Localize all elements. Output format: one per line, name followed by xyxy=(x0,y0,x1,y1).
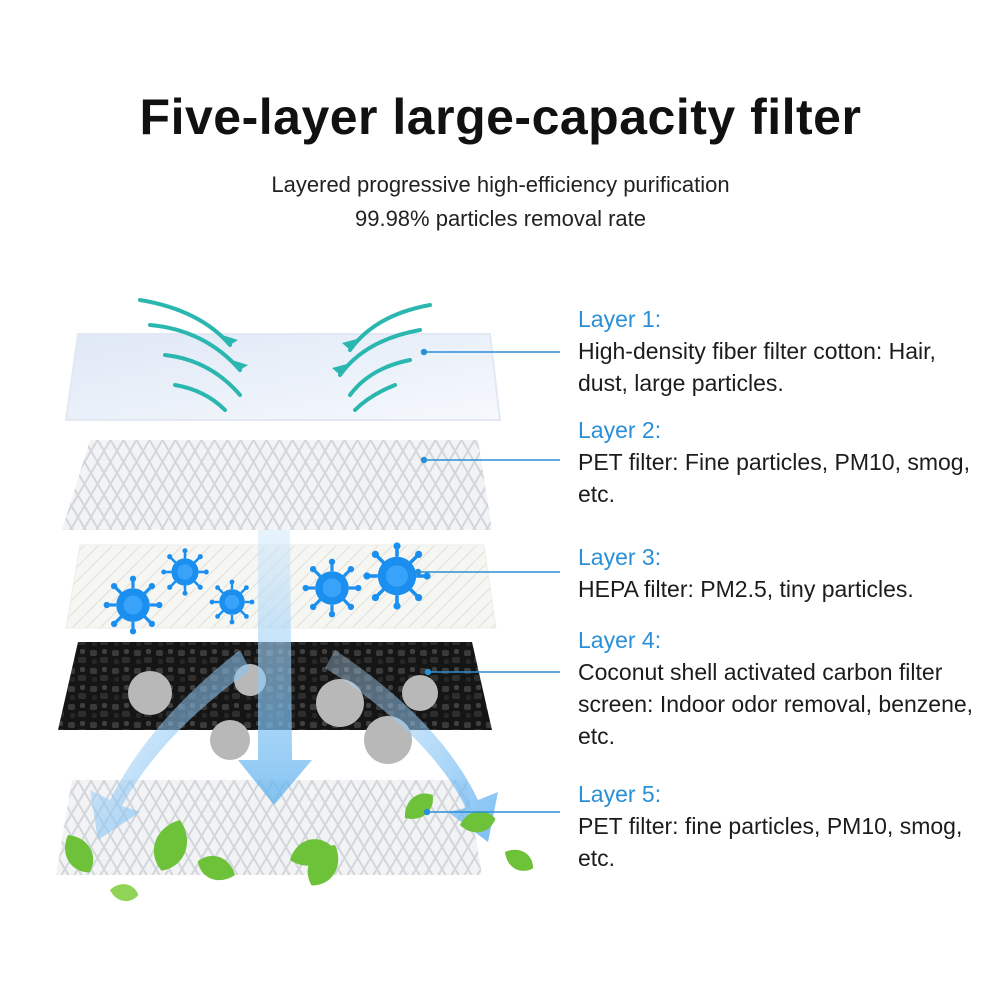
subtitle-purification: Layered progressive high-efficiency puri… xyxy=(271,172,730,197)
layer-4-name: Layer 4: xyxy=(578,627,662,653)
layer-1-label: Layer 1: High-density fiber filter cotto… xyxy=(578,303,998,399)
layer-4-label: Layer 4: Coconut shell activated carbon … xyxy=(578,624,998,752)
airflow-arrows xyxy=(90,530,498,842)
layer-2-panel xyxy=(62,440,492,530)
virus-icon xyxy=(159,546,211,598)
layer-5-name: Layer 5: xyxy=(578,781,662,807)
layer-1-description: High-density fiber filter cotton: Hair, … xyxy=(578,338,936,396)
layer-3-description: HEPA filter: PM2.5, tiny particles. xyxy=(578,576,914,602)
page-title: Five-layer large-capacity filter xyxy=(139,89,862,145)
air-arrowheads xyxy=(222,335,357,375)
layer-3-label: Layer 3: HEPA filter: PM2.5, tiny partic… xyxy=(578,541,998,605)
subtitle-removal-rate: 99.98% particles removal rate xyxy=(354,206,647,231)
layer-2-label: Layer 2: PET filter: Fine particles, PM1… xyxy=(578,414,998,510)
virus-icon xyxy=(361,540,433,612)
layer-4-description: Coconut shell activated carbon filter sc… xyxy=(578,659,974,749)
layer-5-description: PET filter: fine particles, PM10, smog, … xyxy=(578,813,963,871)
layer-1-panel xyxy=(64,333,502,421)
layer-3-name: Layer 3: xyxy=(578,544,662,570)
layer-2-name: Layer 2: xyxy=(578,417,662,443)
particle-icons xyxy=(128,664,438,764)
layer-5-label: Layer 5: PET filter: fine particles, PM1… xyxy=(578,778,998,874)
air-swirl-icons xyxy=(138,298,432,412)
connector-lines xyxy=(414,348,560,816)
virus-icon xyxy=(301,557,363,619)
virus-icon xyxy=(208,578,256,626)
layer-2-description: PET filter: Fine particles, PM10, smog, … xyxy=(578,449,970,507)
layer-1-name: Layer 1: xyxy=(578,306,662,332)
virus-icon xyxy=(102,574,164,636)
